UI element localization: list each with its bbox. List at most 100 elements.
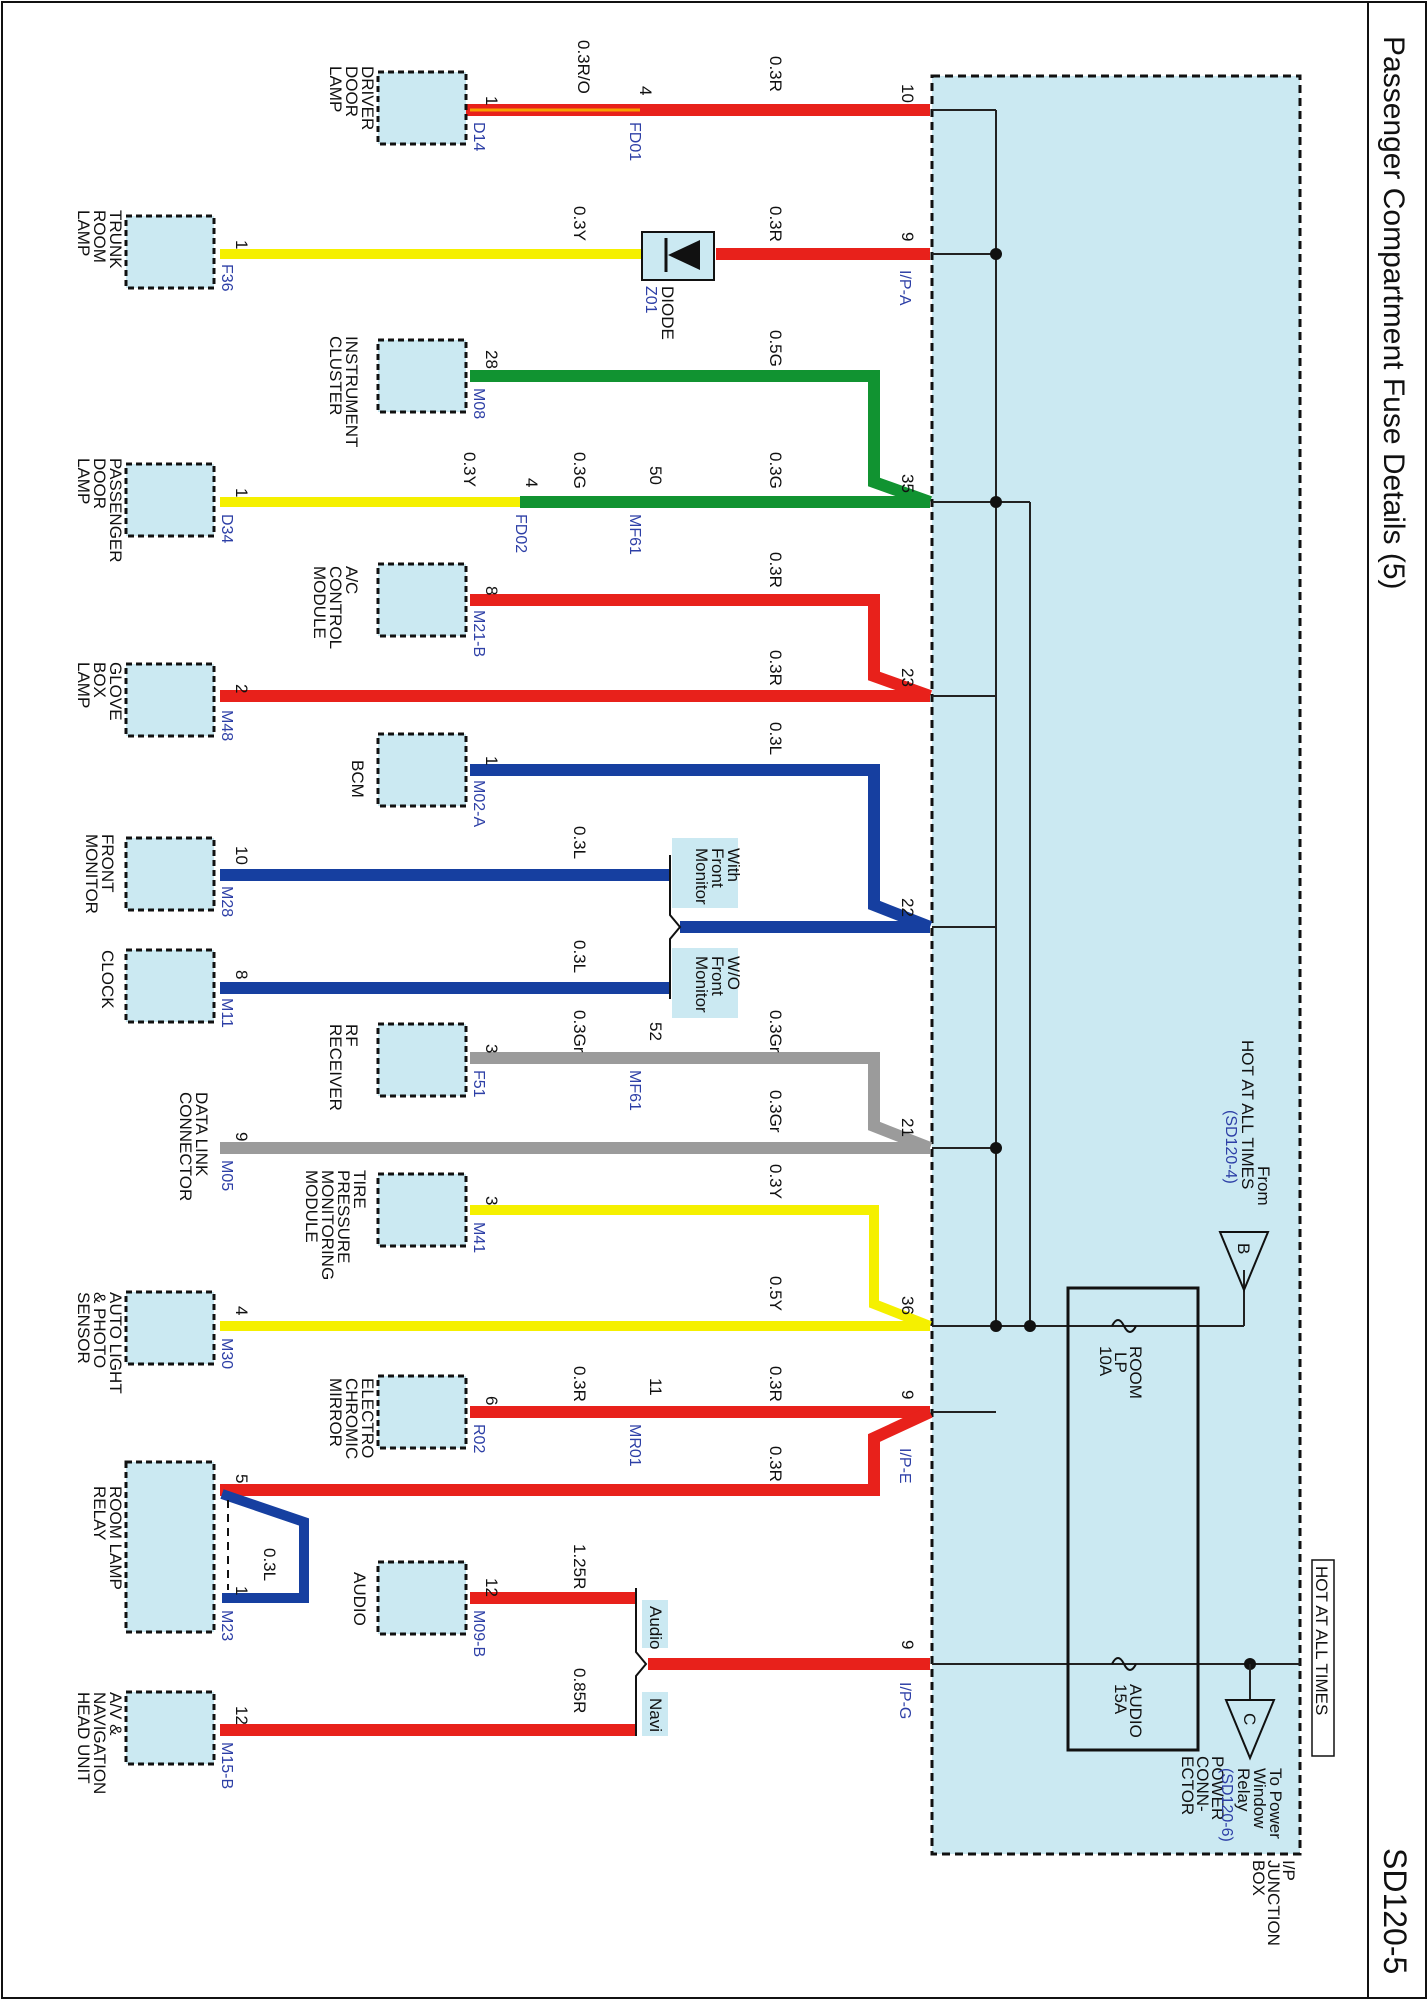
wire-relay-loop bbox=[220, 1489, 309, 1603]
component-bcm: 1 M02-A BCM bbox=[348, 732, 501, 827]
svg-text:CONNECTOR: CONNECTOR bbox=[176, 1092, 195, 1201]
svg-text:A/C: A/C bbox=[342, 566, 361, 594]
svg-text:4: 4 bbox=[232, 1306, 251, 1315]
svg-text:RF: RF bbox=[342, 1024, 361, 1047]
svg-text:0.3R: 0.3R bbox=[766, 1366, 785, 1402]
svg-text:CLOCK: CLOCK bbox=[98, 950, 117, 1009]
wire-room-relay bbox=[220, 1406, 933, 1496]
wires bbox=[220, 104, 933, 1736]
svg-text:9: 9 bbox=[898, 1390, 917, 1399]
svg-text:Monitor: Monitor bbox=[692, 956, 711, 1013]
svg-text:M09-B: M09-B bbox=[470, 1610, 487, 1657]
svg-text:9: 9 bbox=[232, 1132, 251, 1141]
svg-text:TIRE: TIRE bbox=[350, 1170, 369, 1209]
svg-text:PASSENGER: PASSENGER bbox=[106, 458, 125, 563]
svg-text:21: 21 bbox=[898, 1118, 917, 1137]
svg-text:MODULE: MODULE bbox=[310, 566, 329, 639]
hot-label-box bbox=[1311, 1559, 1335, 1757]
svg-text:0.3L: 0.3L bbox=[570, 940, 589, 973]
svg-text:0.3G: 0.3G bbox=[766, 452, 785, 489]
svg-text:11: 11 bbox=[646, 1378, 665, 1396]
svg-text:FD02: FD02 bbox=[512, 514, 529, 553]
svg-text:LP: LP bbox=[1111, 1352, 1130, 1373]
svg-text:0.3R: 0.3R bbox=[766, 56, 785, 92]
svg-text:3: 3 bbox=[482, 1044, 501, 1053]
svg-text:ELECTRO: ELECTRO bbox=[358, 1378, 377, 1458]
svg-text:M28: M28 bbox=[218, 886, 235, 917]
page-code: SD120-5 bbox=[1377, 1848, 1413, 1974]
svg-text:BOX: BOX bbox=[1249, 1860, 1268, 1896]
svg-text:(SD120-6): (SD120-6) bbox=[1218, 1768, 1235, 1842]
svg-text:CLUSTER: CLUSTER bbox=[326, 336, 345, 415]
svg-text:0.3Y: 0.3Y bbox=[570, 206, 589, 241]
svg-text:FD01: FD01 bbox=[626, 122, 643, 161]
diode-symbol bbox=[668, 240, 700, 270]
svg-text:0.3L: 0.3L bbox=[766, 722, 785, 755]
hot-label-top: HOT AT ALL TIMES bbox=[1312, 1566, 1331, 1715]
svg-text:DOOR: DOOR bbox=[90, 458, 109, 509]
option-brackets bbox=[635, 855, 682, 1736]
svg-text:0.5Y: 0.5Y bbox=[766, 1276, 785, 1311]
svg-text:(SD120-4): (SD120-4) bbox=[1222, 1110, 1239, 1184]
svg-text:0.3R: 0.3R bbox=[766, 1446, 785, 1482]
svg-text:LAMP: LAMP bbox=[74, 458, 93, 504]
svg-text:0.85R: 0.85R bbox=[570, 1668, 589, 1713]
svg-text:I/P-E: I/P-E bbox=[896, 1448, 913, 1484]
svg-text:0.3Gr: 0.3Gr bbox=[766, 1010, 785, 1053]
power-connector bbox=[1066, 1286, 1200, 1752]
svg-text:0.3Gr: 0.3Gr bbox=[766, 1090, 785, 1133]
svg-text:PRESSURE: PRESSURE bbox=[334, 1170, 353, 1264]
svg-text:0.3R: 0.3R bbox=[766, 650, 785, 686]
svg-text:1: 1 bbox=[232, 240, 251, 249]
junction-box bbox=[930, 74, 1302, 1856]
svg-text:MODULE: MODULE bbox=[302, 1170, 321, 1243]
svg-text:LAMP: LAMP bbox=[74, 662, 93, 708]
internal-bus bbox=[932, 109, 1300, 1665]
option-wo-monitor-box bbox=[672, 948, 738, 1018]
wire-ac bbox=[470, 594, 933, 702]
svg-text:0.3L: 0.3L bbox=[260, 1548, 279, 1581]
page-title: Passenger Compartment Fuse Details (5) bbox=[1377, 36, 1410, 590]
svg-text:INSTRUMENT: INSTRUMENT bbox=[342, 336, 361, 447]
option-with-monitor: With Front Monitor bbox=[692, 848, 743, 905]
svg-text:28: 28 bbox=[482, 350, 501, 369]
svg-text:10: 10 bbox=[898, 84, 917, 103]
svg-text:MIRROR: MIRROR bbox=[326, 1378, 345, 1447]
svg-text:M30: M30 bbox=[218, 1338, 235, 1369]
component-audio: 12 M09-B AUDIO bbox=[350, 1560, 501, 1657]
svg-text:1: 1 bbox=[232, 488, 251, 497]
svg-text:MONITORING: MONITORING bbox=[318, 1170, 337, 1280]
svg-text:0.3Y: 0.3Y bbox=[766, 1164, 785, 1199]
wire-bcm bbox=[470, 764, 933, 933]
svg-text:MF61: MF61 bbox=[626, 1070, 643, 1111]
svg-text:M05: M05 bbox=[218, 1160, 235, 1191]
wire-rf bbox=[470, 1052, 933, 1154]
wire-labels: 0.3R 0.3R/O 0.3R 0.3Y 0.5G 0.3G 0.3G 0.3… bbox=[260, 40, 785, 1713]
component-clock: 8 M11 CLOCK bbox=[98, 948, 251, 1028]
svg-text:6: 6 bbox=[482, 1396, 501, 1405]
fuse-room-lp: ROOM LP 10A bbox=[1096, 1346, 1145, 1399]
svg-text:CHROMIC: CHROMIC bbox=[342, 1378, 361, 1459]
svg-text:52: 52 bbox=[646, 1022, 665, 1041]
source-b-label: From HOT AT ALL TIMES (SD120-4) bbox=[1222, 1040, 1273, 1206]
svg-text:D34: D34 bbox=[218, 514, 235, 543]
svg-text:22: 22 bbox=[898, 898, 917, 917]
svg-text:M15-B: M15-B bbox=[218, 1742, 235, 1789]
source-c-letter: C bbox=[1240, 1713, 1259, 1725]
option-wo-monitor: W/O Front Monitor bbox=[692, 956, 743, 1013]
svg-text:F36: F36 bbox=[218, 264, 235, 292]
svg-text:ROOM LAMP: ROOM LAMP bbox=[106, 1486, 125, 1590]
option-audio: Audio bbox=[646, 1606, 665, 1649]
svg-text:36: 36 bbox=[898, 1296, 917, 1315]
